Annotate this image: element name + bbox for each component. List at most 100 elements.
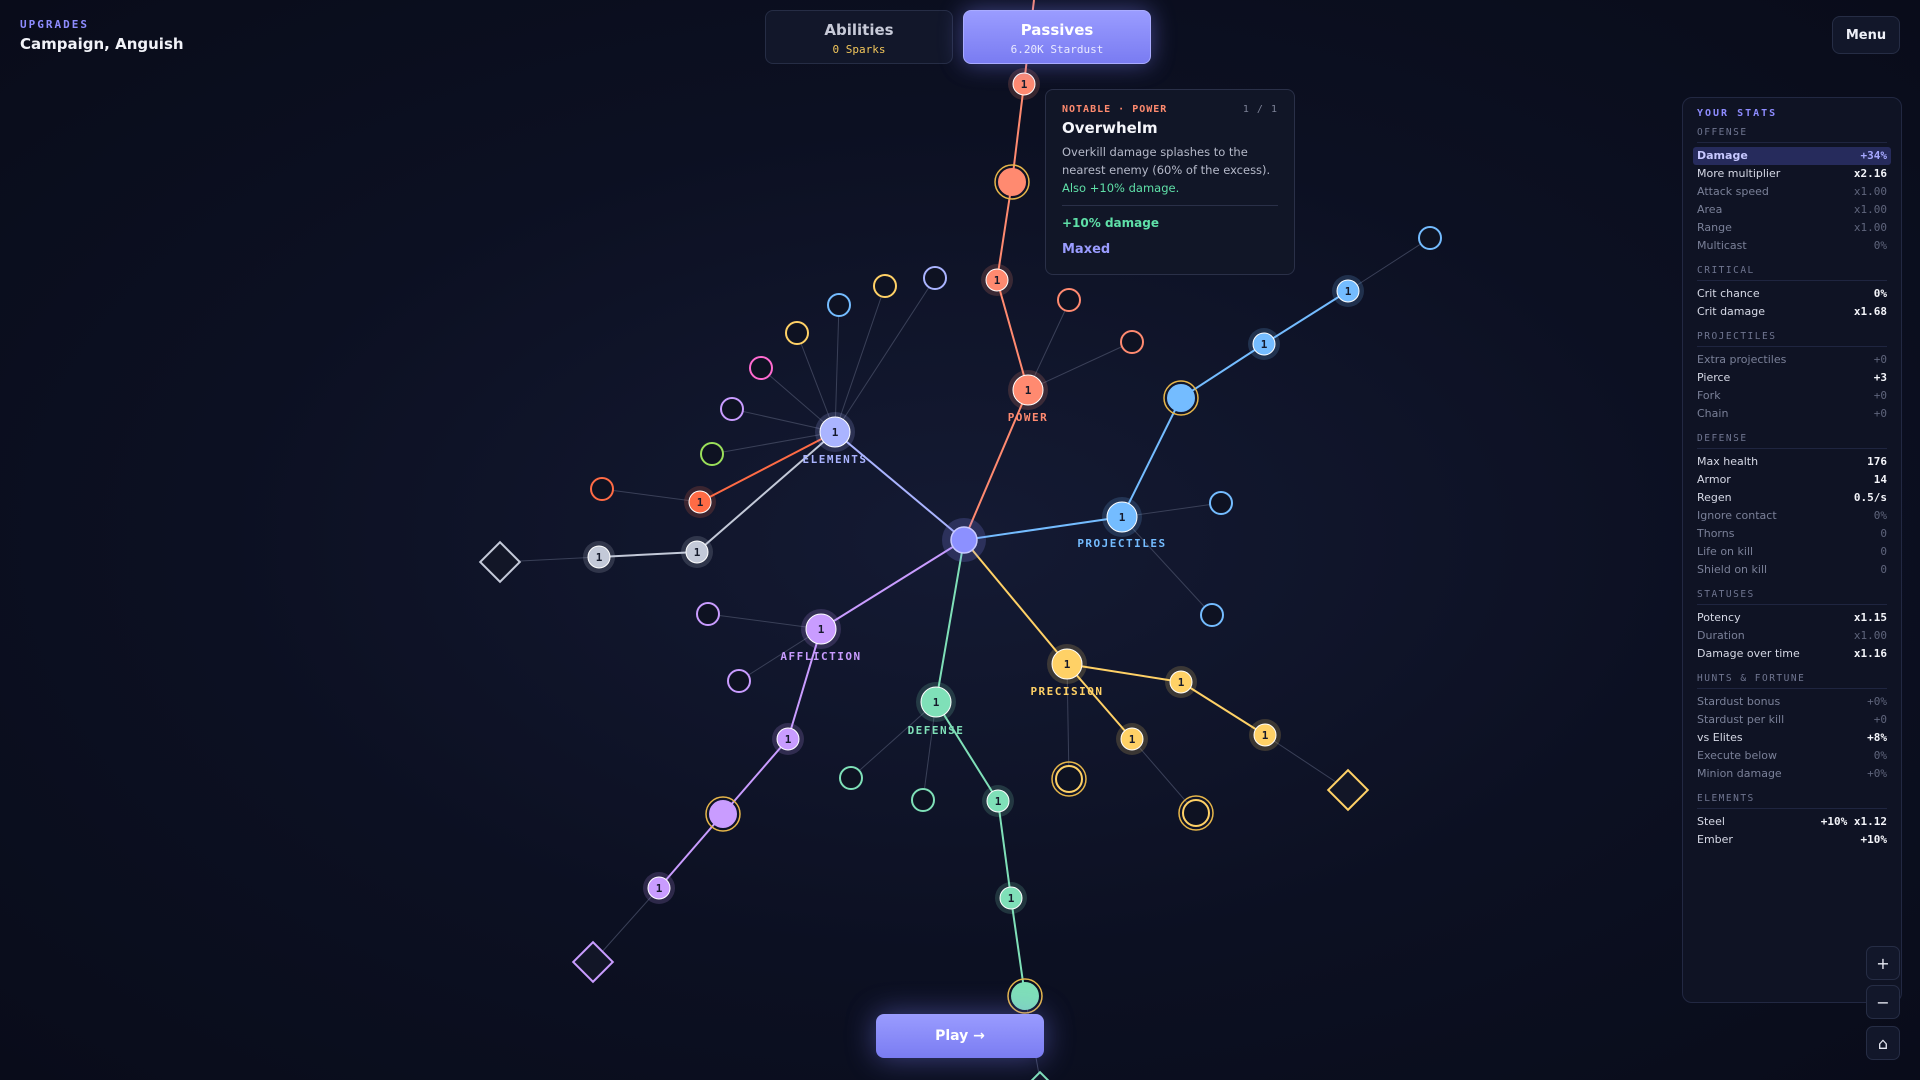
skill-node-allocated[interactable] [1253, 723, 1277, 747]
tooltip-name: Overwhelm [1062, 119, 1158, 137]
branch-labels: ELEMENTS POWER PROJECTILES AFFLICTION DE… [780, 411, 1165, 737]
skill-node-locked[interactable] [1057, 288, 1081, 312]
node-rank: 1 [1025, 384, 1032, 397]
skill-node-locked[interactable] [1418, 226, 1442, 250]
stat-label: Execute below [1697, 749, 1778, 762]
skill-node-allocated[interactable] [1169, 670, 1193, 694]
branch-label-defense: DEFENSE [908, 724, 965, 737]
skill-node-allocated[interactable] [805, 613, 837, 645]
tree-edge [996, 279, 1029, 391]
skill-node-locked[interactable] [1200, 603, 1224, 627]
skill-node-allocated[interactable] [1252, 332, 1276, 356]
skill-node-locked[interactable] [873, 274, 897, 298]
skill-node-locked[interactable] [720, 397, 744, 421]
notable-node[interactable] [1011, 982, 1039, 1010]
skill-node-allocated[interactable] [999, 886, 1023, 910]
tab-abilities[interactable]: Abilities 0 Sparks [765, 10, 953, 64]
skill-node-locked[interactable] [696, 602, 720, 626]
skill-node-allocated[interactable] [647, 876, 671, 900]
stat-row[interactable]: Minion damage+0% [1693, 765, 1891, 783]
stat-row[interactable]: Damage+34% [1693, 147, 1891, 165]
zoom-out-button[interactable]: − [1866, 985, 1900, 1019]
skill-node-allocated[interactable] [1012, 374, 1044, 406]
skill-node-locked[interactable] [700, 442, 724, 466]
skill-node-locked[interactable] [911, 788, 935, 812]
tree-edge [696, 431, 836, 553]
keystone-node-precision[interactable] [1326, 768, 1370, 812]
skill-node-locked[interactable] [923, 266, 947, 290]
home-icon[interactable]: ⌂ [1866, 1026, 1900, 1060]
play-button[interactable]: Play → [876, 1014, 1044, 1058]
notable-node[interactable] [1167, 384, 1195, 412]
skill-node-locked[interactable] [749, 356, 773, 380]
zoom-in-button[interactable]: + [1866, 946, 1900, 980]
stat-row[interactable]: Stardust bonus+0% [1693, 693, 1891, 711]
menu-button[interactable]: Menu [1832, 16, 1900, 54]
skill-node-allocated[interactable] [1120, 727, 1144, 751]
tab-passives[interactable]: Passives 6.20K Stardust [963, 10, 1151, 64]
stat-label: Life on kill [1697, 545, 1754, 558]
stat-row[interactable]: Stardust per kill+0 [1693, 711, 1891, 729]
skill-node-locked[interactable] [1209, 491, 1233, 515]
stat-label: Shield on kill [1697, 563, 1768, 576]
skill-node-locked[interactable] [590, 477, 614, 501]
skill-node-allocated[interactable] [1336, 279, 1360, 303]
header-title: Campaign, Anguish [20, 35, 184, 53]
stat-row[interactable]: Chain+0 [1693, 405, 1891, 423]
stat-row[interactable]: Ember+10% [1693, 831, 1891, 849]
stat-row[interactable]: Extra projectiles+0 [1693, 351, 1891, 369]
skill-node-locked[interactable] [727, 669, 751, 693]
skill-node-allocated[interactable] [1051, 648, 1083, 680]
tree-edge [1180, 681, 1266, 736]
notable-node[interactable] [1182, 799, 1210, 827]
stat-row[interactable]: Pierce+3 [1693, 369, 1891, 387]
node-rank: 1 [694, 546, 701, 559]
skill-node-locked[interactable] [827, 293, 851, 317]
notable-node[interactable] [1055, 765, 1083, 793]
notable-node[interactable] [709, 800, 737, 828]
skill-node-locked[interactable] [839, 766, 863, 790]
skill-node-allocated[interactable] [985, 268, 1009, 292]
keystone-node-steel[interactable] [478, 540, 522, 584]
skill-node-allocated[interactable] [986, 789, 1010, 813]
notable-node[interactable] [998, 168, 1026, 196]
skill-node-allocated[interactable] [1106, 501, 1138, 533]
skill-node-allocated[interactable] [1012, 72, 1036, 96]
stat-row[interactable]: vs Elites+8% [1693, 729, 1891, 747]
skill-node-allocated[interactable] [685, 540, 709, 564]
skill-node-allocated[interactable] [920, 686, 952, 718]
stat-row[interactable]: Steel+10% x1.12 [1693, 813, 1891, 831]
keystone-node-defense[interactable] [1018, 1070, 1062, 1080]
skill-node-allocated[interactable] [776, 727, 800, 751]
skill-node-allocated[interactable] [688, 490, 712, 514]
skill-node-allocated[interactable] [819, 416, 851, 448]
skill-node-locked[interactable] [785, 321, 809, 345]
tree-hub-node[interactable] [950, 526, 978, 554]
stat-row[interactable]: Fork+0 [1693, 387, 1891, 405]
skill-node-allocated[interactable] [587, 545, 611, 569]
skill-node-locked[interactable] [1120, 330, 1144, 354]
tooltip-rank: 1 / 1 [1242, 104, 1278, 115]
keystone-node-affliction[interactable] [571, 940, 615, 984]
